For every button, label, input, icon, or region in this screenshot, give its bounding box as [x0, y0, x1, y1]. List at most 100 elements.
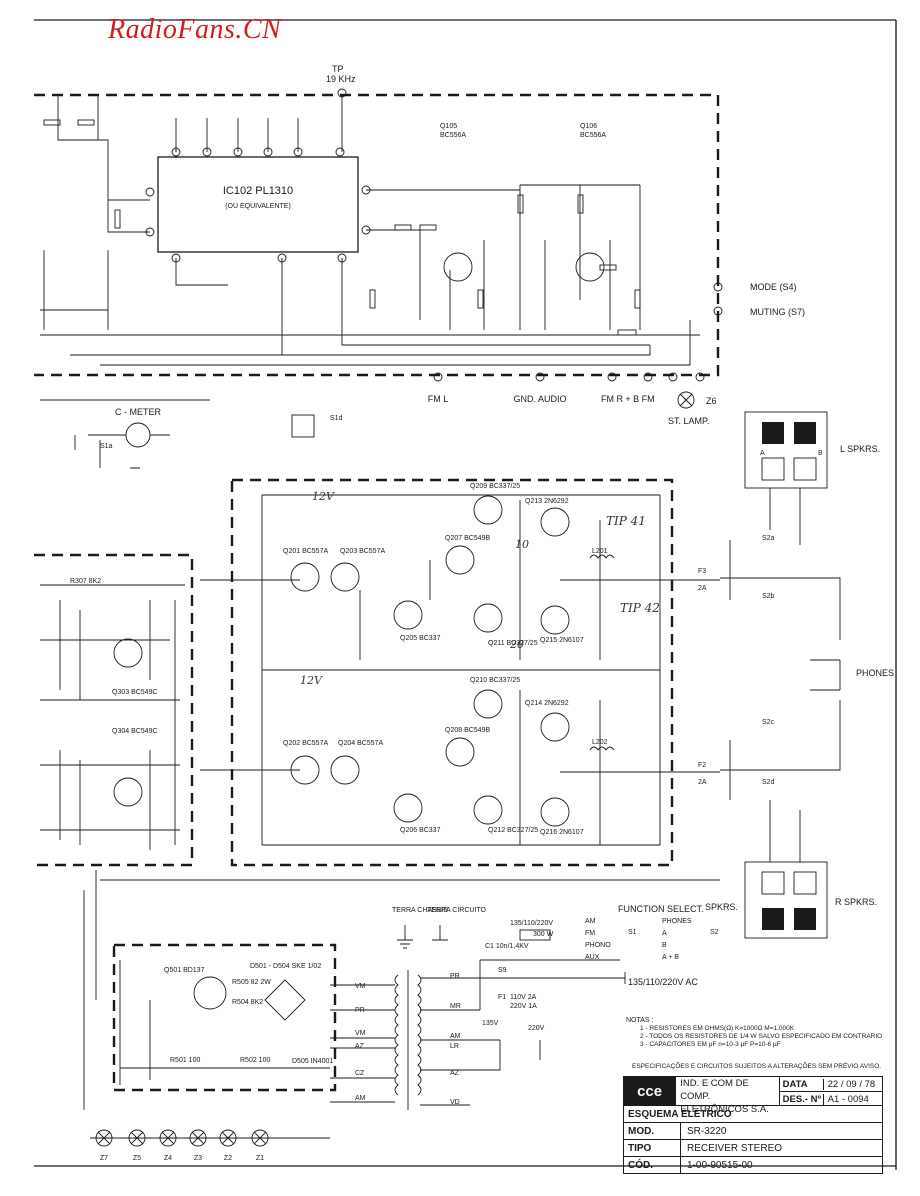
tone-board-outline [34, 553, 194, 867]
c-meter-traces [40, 399, 210, 469]
lamp-label-z4: Z4 [164, 1155, 172, 1162]
d505-label: D505 IN4001 [292, 1058, 333, 1065]
q210-label: Q210 BC337/25 [470, 677, 520, 684]
ground-symbols [397, 925, 448, 949]
date-des-cells: DATA 22 / 09 / 78 DES.- Nº A1 - 0094 [779, 1077, 882, 1105]
tr-az2: AZ [450, 1070, 460, 1077]
st-lamp-symbol [677, 391, 695, 409]
cod-value: 1-00-90515-00 [687, 1159, 753, 1171]
tp-label: TP [332, 64, 344, 74]
power-supply-traces [83, 870, 720, 1110]
s2b-label: S2b [762, 593, 775, 600]
bridge-rectifier [264, 979, 306, 1021]
muting-pin [713, 306, 723, 316]
lamp-label-z2: Z2 [224, 1155, 232, 1162]
tr-az: AZ [355, 1043, 365, 1050]
company-name: IND. E COM DE COMP. ELETRÔNICOS S.A. [676, 1077, 780, 1115]
f1-rating: 110V 2A [510, 994, 537, 1001]
company-line-1: IND. E COM DE COMP. [680, 1078, 749, 1102]
v135-label: 135V [482, 1020, 499, 1027]
q208-label: Q208 BC549B [445, 727, 490, 734]
q105-symbol [443, 252, 473, 282]
s2a-label: S2a [762, 535, 775, 542]
d501-label: D501 - D504 SKE 1/02 [250, 963, 321, 970]
f1-rating2: 220V 1A [510, 1003, 537, 1010]
tipo-label: TIPO [624, 1140, 681, 1156]
handnote-12v-1: 12V [312, 490, 335, 503]
ic-pins [145, 147, 371, 263]
q211-label: Q211 BC327/25 [488, 640, 538, 647]
q216-label: Q216 2N6107 [540, 829, 584, 836]
doc-title: ESQUEMA ELÉTRICO [628, 1108, 732, 1120]
ic102-label: IC102 PL1310 [223, 185, 293, 197]
q106-type: BC556A [580, 132, 606, 139]
q202-label: Q202 BC557A [283, 740, 328, 747]
b-fm-label: + B FM [625, 394, 654, 404]
tr-pr: PR [355, 1007, 365, 1014]
tr-am2: AM [450, 1033, 461, 1040]
fs-am: AM [585, 918, 596, 925]
handnote-12v-2: 12V [300, 674, 323, 687]
q205-label: Q205 BC337 [400, 635, 441, 642]
q501-symbol [193, 976, 227, 1010]
q105-label: Q105 [440, 123, 457, 130]
c-meter-symbol [125, 422, 151, 448]
power-amp-transistors [290, 495, 570, 827]
f2-label: F2 [698, 762, 706, 769]
fs-phono: PHONO [585, 942, 611, 949]
s1d-label: S1d [330, 415, 343, 422]
ic102-note: (OU EQUIVALENTE) [225, 203, 291, 210]
mod-label: MOD. [624, 1123, 681, 1139]
company-logo: cce [624, 1077, 677, 1105]
f3-rating: 2A [698, 585, 707, 592]
power-amp-board-outline [230, 478, 674, 867]
r501-label: R501 100 [170, 1057, 200, 1064]
spk-l-a: A [760, 450, 765, 457]
fs-s2: S2 [710, 929, 719, 936]
handnote-20: 20 [509, 638, 524, 651]
l-spkrs-label: L SPKRS. [840, 444, 880, 454]
mpx-bus-lines [40, 309, 700, 366]
fs-s1: S1 [628, 929, 637, 936]
f3-label: F3 [698, 568, 706, 575]
q203-label: Q203 BC557A [340, 548, 385, 555]
s2c-label: S2c [762, 719, 775, 726]
q201-label: Q201 BC557A [283, 548, 328, 555]
speaker-l-terminals [744, 411, 828, 489]
power-transformer [394, 970, 422, 1110]
function-select-title: FUNCTION SELECT. [618, 904, 704, 914]
tr-vm-2: VM [355, 1030, 366, 1037]
r-spkrs-label: R SPKRS. [835, 897, 877, 907]
fs-a: A [662, 930, 667, 937]
spkrs-label: SPKRS. [705, 902, 738, 912]
ic102-box [157, 156, 359, 253]
doc-row: ESQUEMA ELÉTRICO [623, 1106, 883, 1123]
terra-circuito-label: TERRA CIRCUITO [427, 907, 487, 914]
muting-label: MUTING (S7) [750, 307, 805, 317]
q106-symbol [575, 252, 605, 282]
s2d-label: S2d [762, 779, 775, 786]
handnote-tip41: TIP 41 [606, 514, 646, 528]
c-meter-label: C - METER [115, 407, 161, 417]
tr-cz: CZ [355, 1070, 365, 1077]
title-block-header: cce IND. E COM DE COMP. ELETRÔNICOS S.A.… [623, 1076, 883, 1115]
s1d-switch [291, 414, 315, 438]
q209-label: Q209 BC337/25 [470, 483, 520, 490]
mod-row: MOD. SR-3220 [623, 1123, 883, 1140]
mode-pin [713, 282, 723, 292]
fs-ab: A + B [662, 954, 679, 961]
primary-traces [420, 959, 620, 1106]
q207-label: Q207 BC549B [445, 535, 490, 542]
r502-label: R502 100 [240, 1057, 270, 1064]
fm-l-label: FM L [428, 394, 449, 404]
note-1: 1 - RESISTORES EM OHMS(Ω) K=1000Ω M=1.00… [640, 1025, 795, 1032]
mpx-traces [43, 95, 650, 355]
tp-point [337, 88, 347, 98]
lamp-label-z5: Z5 [133, 1155, 141, 1162]
q206-label: Q206 BC337 [400, 827, 441, 834]
z6-label: Z6 [706, 396, 717, 406]
r307-label: R307 8K2 [70, 578, 101, 585]
handnote-10: 10 [515, 538, 529, 551]
s1a-label: S1a [100, 443, 113, 450]
